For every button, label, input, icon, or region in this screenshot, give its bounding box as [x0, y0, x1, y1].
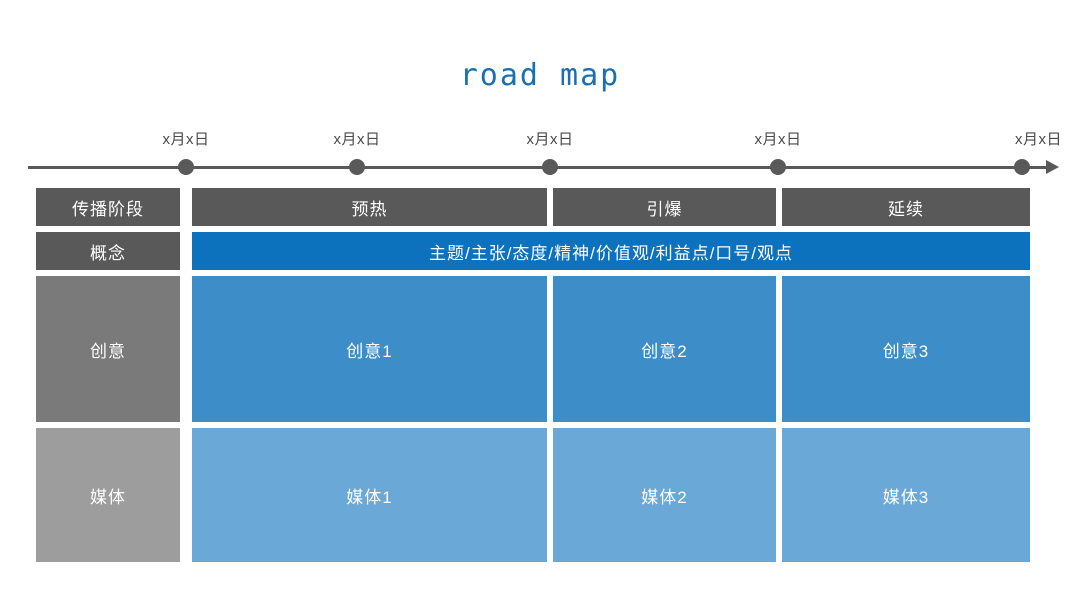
row-cells-stage: 预热 引爆 延续 [192, 188, 1030, 226]
timeline-marker-2[interactable]: x月x日 [317, 128, 397, 180]
creative-cell-2[interactable]: 创意2 [553, 276, 776, 422]
creative-cell-1[interactable]: 创意1 [192, 276, 547, 422]
row-cells-concept: 主题/主张/态度/精神/价值观/利益点/口号/观点 [192, 232, 1030, 270]
stage-cell-1[interactable]: 预热 [192, 188, 547, 226]
table-row-concept: 概念 主题/主张/态度/精神/价值观/利益点/口号/观点 [36, 232, 1030, 270]
media-cell-2[interactable]: 媒体2 [553, 428, 776, 562]
timeline-marker-label: x月x日 [162, 131, 210, 148]
timeline-dot-icon [178, 159, 194, 175]
page-title: road map [459, 58, 621, 93]
timeline-marker-5[interactable]: x月x日 [982, 128, 1062, 180]
timeline-arrow-icon [1046, 160, 1059, 174]
table-row-stage: 传播阶段 预热 引爆 延续 [36, 188, 1030, 226]
table-row-creative: 创意 创意1 创意2 创意3 [36, 276, 1030, 422]
timeline-marker-label: x月x日 [333, 131, 381, 148]
stage-cell-3[interactable]: 延续 [782, 188, 1030, 226]
concept-cell-1[interactable]: 主题/主张/态度/精神/价值观/利益点/口号/观点 [192, 232, 1030, 270]
timeline-marker-4[interactable]: x月x日 [738, 128, 818, 180]
timeline: x月x日 x月x日 x月x日 x月x日 x月x日 [0, 128, 1080, 180]
row-label-stage: 传播阶段 [36, 188, 180, 226]
creative-cell-3[interactable]: 创意3 [782, 276, 1030, 422]
row-cells-creative: 创意1 创意2 创意3 [192, 276, 1030, 422]
row-label-creative: 创意 [36, 276, 180, 422]
timeline-dot-icon [349, 159, 365, 175]
timeline-dot-icon [770, 159, 786, 175]
timeline-marker-label: x月x日 [754, 131, 802, 148]
timeline-marker-label: x月x日 [1014, 131, 1062, 148]
media-cell-3[interactable]: 媒体3 [782, 428, 1030, 562]
table-row-media: 媒体 媒体1 媒体2 媒体3 [36, 428, 1030, 562]
timeline-marker-label: x月x日 [526, 131, 574, 148]
timeline-dot-icon [542, 159, 558, 175]
row-label-concept: 概念 [36, 232, 180, 270]
roadmap-grid: 传播阶段 预热 引爆 延续 概念 主题/主张/态度/精神/价值观/利益点/口号/… [36, 188, 1030, 562]
stage-cell-2[interactable]: 引爆 [553, 188, 776, 226]
timeline-marker-1[interactable]: x月x日 [146, 128, 226, 180]
timeline-dot-icon [1014, 159, 1030, 175]
row-label-media: 媒体 [36, 428, 180, 562]
media-cell-1[interactable]: 媒体1 [192, 428, 547, 562]
timeline-marker-3[interactable]: x月x日 [510, 128, 590, 180]
timeline-axis-line [28, 166, 1050, 169]
row-cells-media: 媒体1 媒体2 媒体3 [192, 428, 1030, 562]
